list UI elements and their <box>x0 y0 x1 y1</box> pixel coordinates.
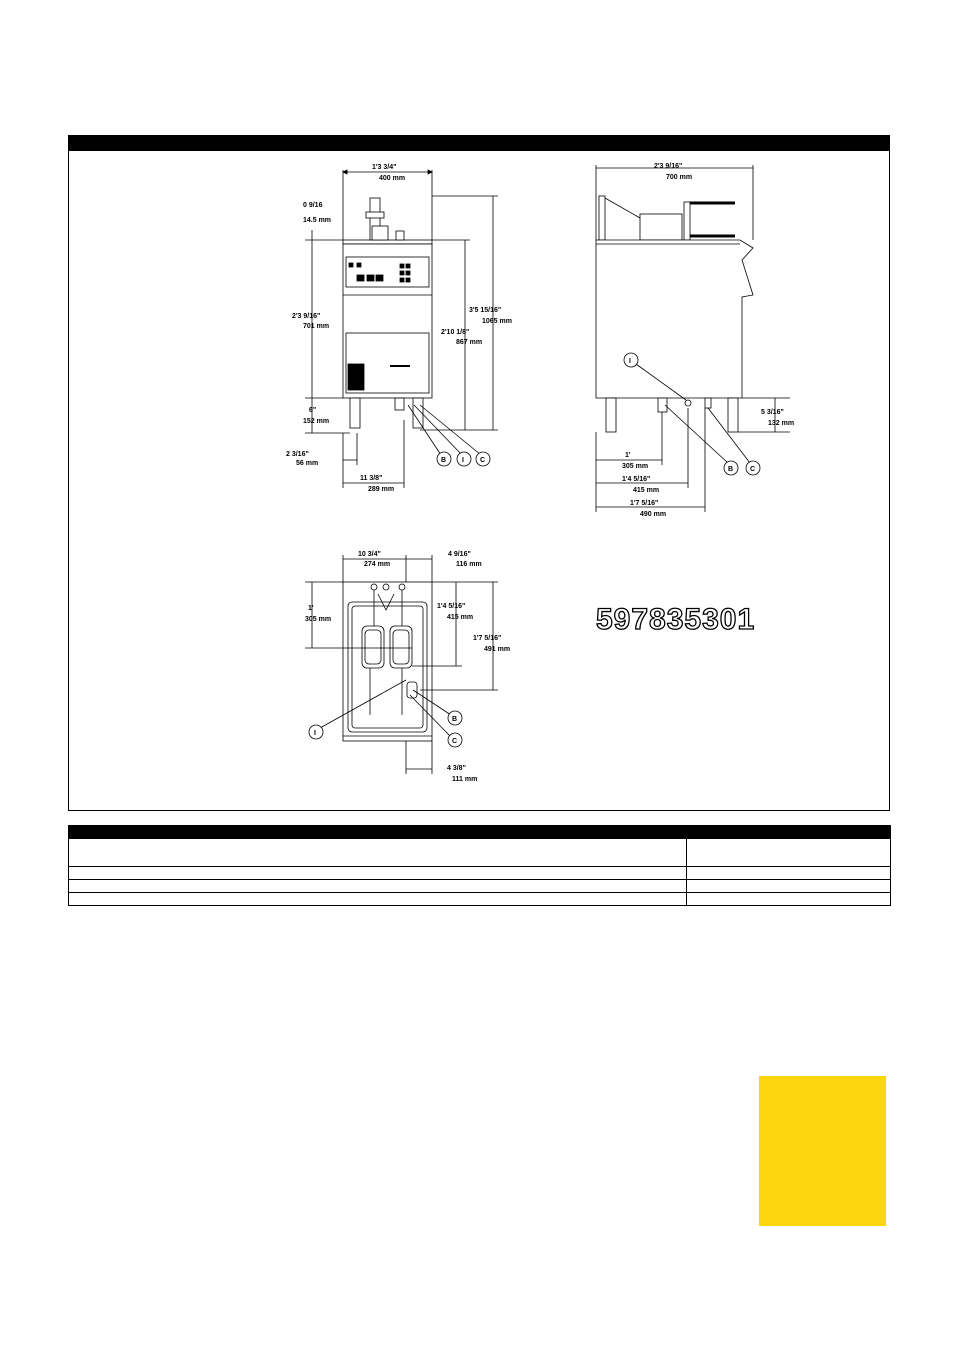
callout-c-front: C <box>480 457 485 464</box>
side-depth-mm: 700 mm <box>666 174 692 181</box>
callout-i-top: I <box>314 730 316 737</box>
side-d2-mm: 415 mm <box>633 487 659 494</box>
front-body-height-mm: 701 mm <box>303 323 329 330</box>
top-w2-ft: 4 9/16" <box>448 551 471 558</box>
front-width-ft: 1'3 3/4" <box>372 164 396 171</box>
front-body-height-ft: 2'3 9/16" <box>292 313 320 320</box>
front-leg-offset-ft: 2 3/16" <box>286 451 309 458</box>
side-d3-ft: 1'7 5/16" <box>630 500 658 507</box>
callout-c-side: C <box>750 466 755 473</box>
top-d2-mm: 415 mm <box>447 614 473 621</box>
front-connection-mm: 289 mm <box>368 486 394 493</box>
side-depth-ft: 2'3 9/16" <box>654 163 682 170</box>
callout-b-front: B <box>441 457 446 464</box>
top-d2-ft: 1'4 5/16" <box>437 603 465 610</box>
front-connection-ft: 11 3/8" <box>360 475 382 482</box>
callout-c-top: C <box>452 738 457 745</box>
side-d2-ft: 1'4 5/16" <box>622 476 650 483</box>
front-total-height-mm: 1065 mm <box>482 318 512 325</box>
table-row <box>68 838 891 867</box>
table-row <box>68 866 891 880</box>
front-total-height-ft: 3'5 15/16" <box>469 307 501 314</box>
front-top-offset-ft: 0 9/16 <box>303 202 323 209</box>
top-d1-mm: 305 mm <box>305 616 331 623</box>
front-leg-height-mm: 152 mm <box>303 418 329 425</box>
top-view <box>305 555 498 774</box>
front-width-mm: 400 mm <box>379 175 405 182</box>
front-work-height-mm: 867 mm <box>456 339 482 346</box>
side-d3-mm: 490 mm <box>640 511 666 518</box>
side-view <box>595 165 790 512</box>
front-leg-height-ft: 6" <box>309 407 316 414</box>
callout-i-side: I <box>629 358 631 365</box>
top-w2-mm: 116 mm <box>456 561 482 568</box>
top-d4-mm: 111 mm <box>452 776 477 783</box>
frame-header-bar <box>69 136 889 151</box>
side-leg-height-ft: 5 3/16" <box>761 409 784 416</box>
table-row <box>68 892 891 906</box>
front-view <box>305 169 498 488</box>
top-d4-ft: 4 3/8" <box>447 765 466 772</box>
brand-color-block <box>759 1076 886 1226</box>
callout-b-side: B <box>728 466 733 473</box>
spec-table <box>68 825 891 906</box>
drawing-frame <box>68 135 890 811</box>
top-w1-mm: 274 mm <box>364 561 390 568</box>
top-d3-mm: 491 mm <box>484 646 510 653</box>
callout-i-front: I <box>462 457 464 464</box>
side-d1-ft: 1' <box>625 452 631 459</box>
top-d1-ft: 1' <box>308 605 314 612</box>
front-top-offset-mm: 14.5 mm <box>303 217 331 224</box>
front-work-height-ft: 2'10 1/8" <box>441 329 469 336</box>
table-row <box>68 879 891 893</box>
callout-b-top: B <box>452 716 457 723</box>
drawing-code: 597835301 <box>595 602 756 636</box>
top-d3-ft: 1'7 5/16" <box>473 635 501 642</box>
side-leg-height-mm: 132 mm <box>768 420 794 427</box>
front-leg-offset-mm: 56 mm <box>296 460 318 467</box>
side-d1-mm: 305 mm <box>622 463 648 470</box>
spec-table-header <box>68 825 891 839</box>
top-w1-ft: 10 3/4" <box>358 551 381 558</box>
